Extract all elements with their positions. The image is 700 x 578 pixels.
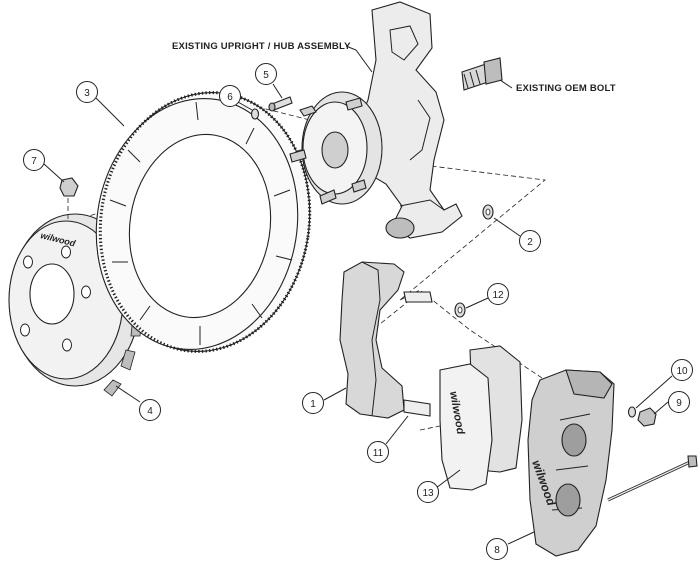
caliper-bolt [607, 455, 698, 502]
oem-bolt-callout: EXISTING OEM BOLT [499, 79, 616, 94]
washer-part-2 [482, 204, 494, 220]
part-callout-3: 3 [76, 81, 125, 127]
part-callout-4: 4 [115, 385, 161, 421]
part-number-3: 3 [84, 88, 90, 99]
part-callout-11: 11 [367, 415, 409, 463]
part-number-9: 9 [676, 398, 682, 409]
part-callout-2: 2 [493, 217, 541, 252]
part-number-7: 7 [31, 156, 37, 167]
upright-label: EXISTING UPRIGHT / HUB ASSEMBLY [172, 41, 351, 52]
upright-hub-assembly [289, 1, 463, 239]
part-number-11: 11 [373, 448, 384, 459]
part-number-4: 4 [147, 406, 153, 417]
part-number-8: 8 [494, 545, 500, 556]
part-callout-6: 6 [219, 85, 253, 111]
part-callout-1: 1 [302, 387, 347, 414]
part-callout-12: 12 [465, 283, 509, 309]
caliper-part-8: wilwood [527, 369, 615, 557]
part-callout-13: 13 [417, 469, 461, 503]
washer-part-12 [454, 302, 466, 318]
part-callout-9: 9 [653, 391, 690, 415]
part-number-5: 5 [263, 70, 269, 81]
bracket-part-1 [339, 261, 433, 419]
rotor [95, 91, 312, 353]
nut-part-7 [43, 163, 79, 222]
part-number-10: 10 [676, 366, 688, 377]
part-number-2: 2 [527, 237, 533, 248]
part-callout-10: 10 [635, 359, 693, 409]
washer-part-6 [250, 108, 260, 120]
oem-bolt-label: EXISTING OEM BOLT [516, 83, 616, 94]
washer-part-10 [627, 406, 637, 418]
part-number-6: 6 [227, 92, 233, 103]
part-callout-7: 7 [23, 149, 45, 171]
brake-pads-part-13: wilwood [439, 345, 523, 491]
upright-callout: EXISTING UPRIGHT / HUB ASSEMBLY [172, 41, 373, 73]
oem-bolt [461, 57, 503, 91]
part-callout-5: 5 [255, 63, 283, 99]
part-number-13: 13 [422, 488, 434, 499]
bolt-part-5 [268, 96, 293, 112]
part-number-1: 1 [310, 399, 316, 410]
nut-part-9 [637, 407, 657, 427]
part-callout-8: 8 [486, 531, 535, 560]
part-number-12: 12 [492, 290, 504, 301]
